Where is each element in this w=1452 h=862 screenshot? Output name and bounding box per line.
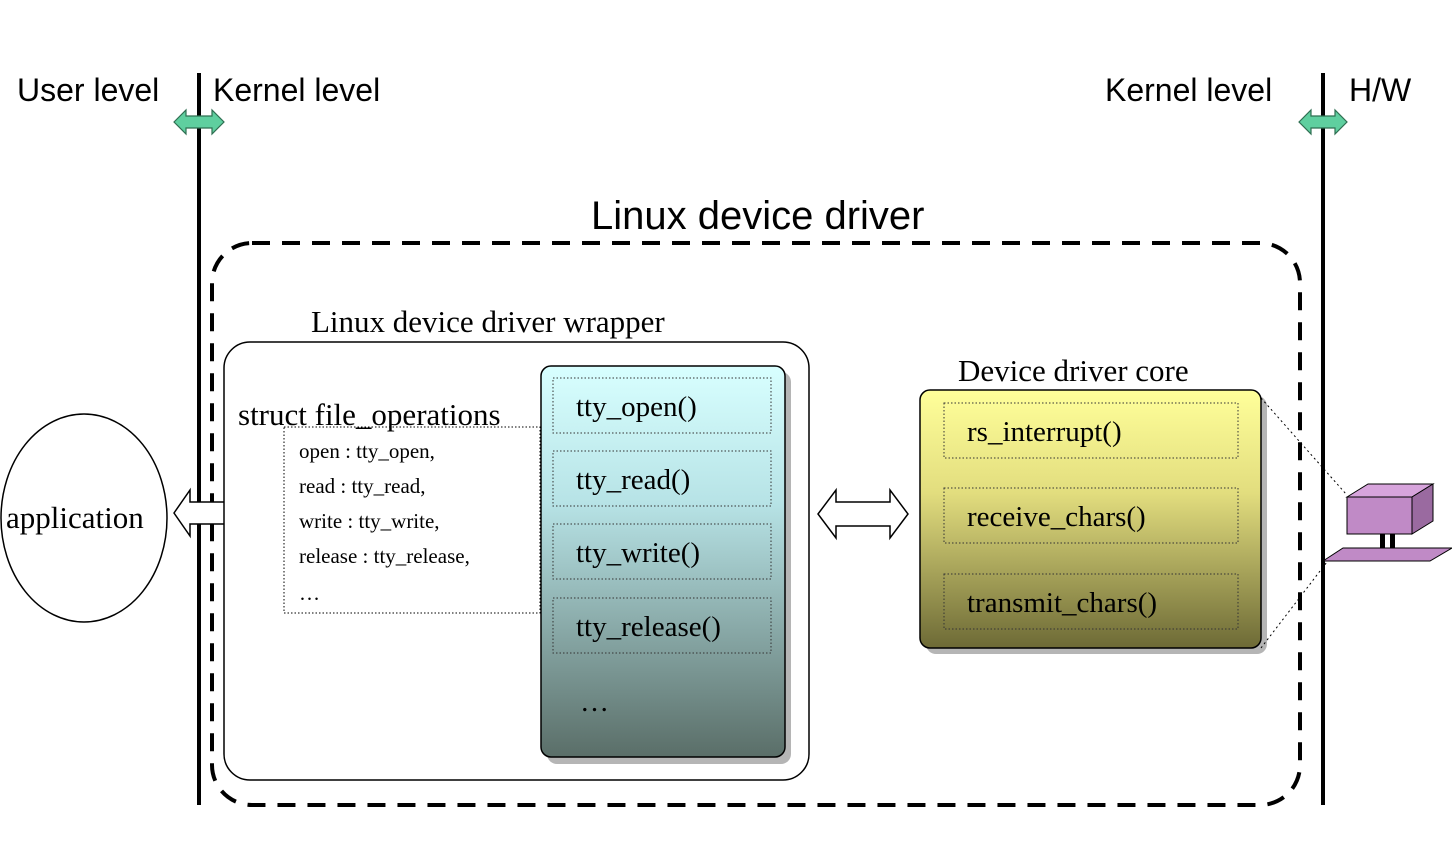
rs-interrupt-cell xyxy=(943,402,1239,459)
struct-line-open: open : tty_open, xyxy=(299,439,435,463)
computer-hardware-icon xyxy=(1321,483,1452,562)
tty-open-label: tty_open() xyxy=(576,391,697,423)
tty-open-cell xyxy=(552,377,772,434)
application-ellipse xyxy=(0,413,168,623)
wrapper-functions-column xyxy=(540,365,786,758)
double-arrow-icon xyxy=(173,108,225,136)
struct-line-write: write : tty_write, xyxy=(299,509,440,533)
core-hw-connector-top xyxy=(1260,397,1347,495)
device-driver-core-box xyxy=(919,389,1262,649)
kernel-level-label-right: Kernel level xyxy=(1105,72,1273,108)
kernel-level-label-left: Kernel level xyxy=(213,72,381,108)
transmit-chars-label: transmit_chars() xyxy=(967,587,1158,619)
transmit-chars-cell xyxy=(943,573,1239,630)
double-arrow-icon xyxy=(1298,108,1348,136)
wrapper-title: Linux device driver wrapper xyxy=(311,304,665,339)
device-driver-core-title: Device driver core xyxy=(958,353,1189,388)
struct-line-ellipsis: … xyxy=(299,581,320,605)
core-hw-connector-bottom xyxy=(1260,557,1331,649)
wrapper-ellipsis: … xyxy=(580,686,609,718)
hw-level-label: H/W xyxy=(1349,72,1412,108)
tty-read-label: tty_read() xyxy=(576,464,691,496)
tty-read-cell xyxy=(552,450,772,507)
receive-chars-cell xyxy=(943,487,1239,544)
tty-release-label: tty_release() xyxy=(576,611,721,643)
tty-write-label: tty_write() xyxy=(576,537,701,569)
application-label: application xyxy=(6,500,144,535)
struct-file-operations-box xyxy=(283,426,541,614)
struct-line-release: release : tty_release, xyxy=(299,544,470,568)
wrapper-to-core-double-arrow-icon xyxy=(817,487,909,541)
tty-write-cell xyxy=(552,523,772,580)
rs-interrupt-label: rs_interrupt() xyxy=(967,416,1122,448)
user-level-label: User level xyxy=(17,72,160,108)
struct-line-read: read : tty_read, xyxy=(299,474,426,498)
receive-chars-label: receive_chars() xyxy=(967,501,1146,533)
tty-release-cell xyxy=(552,597,772,654)
struct-file-operations-title: struct file_operations xyxy=(238,397,501,432)
diagram-title: Linux device driver xyxy=(591,194,925,238)
